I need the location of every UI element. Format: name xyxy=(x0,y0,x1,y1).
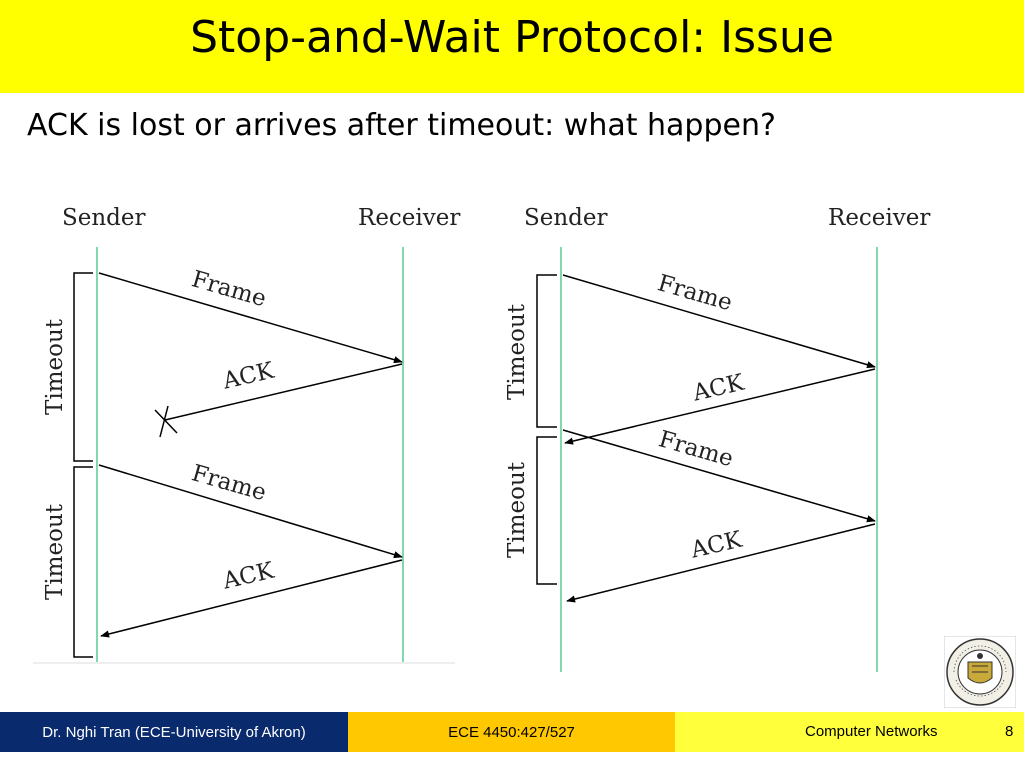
left-frame-arrow-2 xyxy=(98,464,403,559)
right-frame-label-2: Frame xyxy=(656,426,736,472)
left-frame-label-1: Frame xyxy=(189,266,269,312)
left-sender-label: Sender xyxy=(62,205,146,231)
right-ack-arrow-2 xyxy=(566,523,876,603)
left-diagram: Sender Receiver Timeout Timeout Frame AC… xyxy=(33,205,460,664)
university-seal-logo xyxy=(944,636,1016,708)
left-timeout-bracket-2 xyxy=(73,466,93,658)
footer-course-code: ECE 4450:427/527 xyxy=(348,712,675,752)
right-timeout-label-1: Timeout xyxy=(504,303,530,400)
left-frame-arrow-1 xyxy=(98,272,403,364)
left-ack-label-2: ACK xyxy=(219,558,277,595)
right-frame-arrow-2 xyxy=(562,429,876,523)
stop-and-wait-diagram: Sender Receiver Timeout Timeout Frame AC… xyxy=(33,205,930,672)
left-timeout-label-2: Timeout xyxy=(42,503,68,600)
left-timeout-bracket-1 xyxy=(73,272,93,462)
left-ack-lost-mark-2 xyxy=(159,405,169,438)
slide-title: Stop-and-Wait Protocol: Issue xyxy=(190,12,834,63)
right-timeout-bracket-1 xyxy=(536,274,557,428)
right-diagram: Sender Receiver Timeout Timeout Frame AC… xyxy=(504,205,930,672)
left-ack-arrow-2 xyxy=(100,559,403,638)
title-bar xyxy=(0,0,1024,93)
left-ack-line-lost xyxy=(164,363,403,421)
right-receiver-label: Receiver xyxy=(828,205,930,231)
slide-subtitle: ACK is lost or arrives after timeout: wh… xyxy=(27,108,776,143)
footer-author: Dr. Nghi Tran (ECE-University of Akron) xyxy=(0,712,348,752)
left-ack-lost-mark-1 xyxy=(154,409,178,434)
footer-course-name: Computer Networks xyxy=(805,723,938,740)
left-ack-label-1: ACK xyxy=(219,358,277,395)
right-frame-arrow-1 xyxy=(562,274,876,369)
right-sender-label: Sender xyxy=(524,205,608,231)
right-frame-label-1: Frame xyxy=(655,270,735,316)
footer-right: Computer Networks 8 xyxy=(675,712,1024,752)
page-number: 8 xyxy=(1005,723,1014,740)
right-timeout-label-2: Timeout xyxy=(504,461,530,558)
left-receiver-label: Receiver xyxy=(358,205,460,231)
right-ack-arrow-1 xyxy=(564,368,876,445)
left-frame-label-2: Frame xyxy=(189,460,269,506)
footer: Dr. Nghi Tran (ECE-University of Akron) … xyxy=(0,712,1024,752)
right-timeout-bracket-2 xyxy=(536,436,557,585)
left-timeout-label-1: Timeout xyxy=(42,318,68,415)
